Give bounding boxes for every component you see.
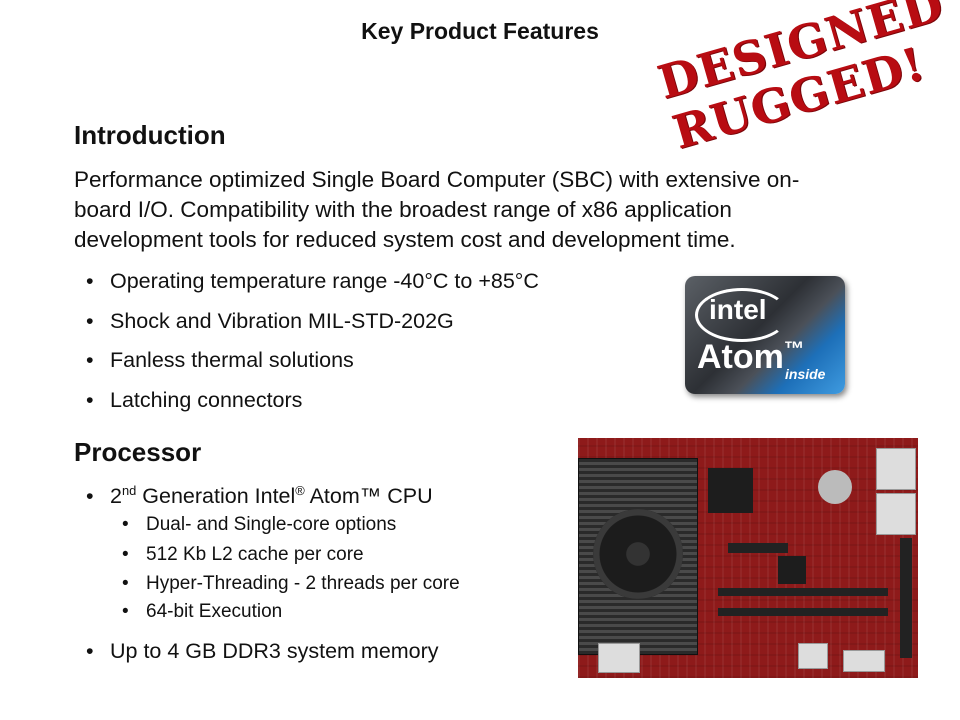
cpu-text: Atom™ CPU — [304, 484, 433, 509]
processor-bullet: • Up to 4 GB DDR3 system memory — [86, 639, 439, 664]
processor-sub-bullet: • 512 Kb L2 cache per core — [122, 544, 364, 566]
sbc-board-photo — [578, 438, 918, 678]
heatsink — [578, 458, 698, 655]
introduction-heading: Introduction — [74, 120, 226, 150]
tm-mark: ™ — [783, 338, 805, 361]
intro-bullet: • Shock and Vibration MIL-STD-202G — [86, 309, 454, 334]
processor-sub-bullet: • 64-bit Execution — [122, 601, 282, 623]
battery — [818, 470, 852, 504]
fan-icon — [593, 509, 683, 599]
chip — [708, 468, 753, 513]
bullet-text: Latching connectors — [110, 388, 303, 412]
intel-wordmark: intel — [709, 294, 767, 325]
bullet-icon: • — [86, 269, 94, 293]
atom-wordmark: Atom™ — [697, 338, 804, 377]
connector-slot — [718, 588, 888, 596]
processor-sub-bullet: • Hyper-Threading - 2 threads per core — [122, 573, 460, 595]
connector-slot — [718, 608, 888, 616]
power-connector — [598, 643, 640, 673]
ethernet-port — [876, 448, 916, 490]
bullet-icon: • — [86, 388, 94, 412]
bullet-icon: • — [86, 484, 94, 509]
pin-header — [900, 538, 912, 658]
chip — [778, 556, 806, 584]
intro-bullet: • Latching connectors — [86, 388, 302, 413]
cpu-sup: nd — [121, 483, 137, 498]
atom-text: Atom — [697, 338, 784, 376]
bullet-text: Hyper-Threading - 2 threads per core — [146, 573, 460, 594]
slide-title: Key Product Features — [361, 18, 599, 44]
bullet-text: Up to 4 GB DDR3 system memory — [110, 639, 439, 663]
bullet-icon: • — [122, 544, 129, 565]
bullet-icon: • — [86, 639, 94, 663]
bullet-icon: • — [122, 514, 129, 535]
ethernet-port — [876, 493, 916, 535]
cpu-text: 2 — [110, 484, 122, 509]
processor-heading: Processor — [74, 437, 202, 467]
intro-paragraph-line: board I/O. Compatibility with the broade… — [74, 197, 732, 222]
bullet-text: 512 Kb L2 cache per core — [146, 544, 364, 565]
intel-atom-inside-logo: intel Atom™ inside — [685, 276, 845, 394]
intro-paragraph-line: Performance optimized Single Board Compu… — [74, 167, 800, 192]
sata-connector — [798, 643, 828, 669]
registered-mark: ® — [295, 483, 305, 498]
bullet-text: Dual- and Single-core options — [146, 514, 397, 535]
bullet-text: Operating temperature range -40°C to +85… — [110, 269, 539, 293]
bullet-text: Shock and Vibration MIL-STD-202G — [110, 309, 454, 333]
processor-sub-bullet: • Dual- and Single-core options — [122, 514, 396, 536]
cpu-text: Generation Intel — [136, 484, 296, 509]
bullet-text: Fanless thermal solutions — [110, 348, 354, 372]
bullet-text: 64-bit Execution — [146, 601, 283, 622]
intro-bullet: • Operating temperature range -40°C to +8… — [86, 269, 539, 294]
bullet-icon: • — [86, 348, 94, 372]
usb-connector — [843, 650, 885, 672]
bullet-icon: • — [86, 309, 94, 333]
intro-bullet: • Fanless thermal solutions — [86, 348, 354, 373]
processor-bullet: • 2nd Generation Intel® Atom™ CPU — [86, 483, 433, 509]
connector-slot — [728, 543, 788, 553]
bullet-icon: • — [122, 573, 129, 594]
bullet-icon: • — [122, 601, 129, 622]
intel-swirl-icon — [695, 288, 789, 342]
inside-text: inside — [785, 366, 826, 382]
intro-paragraph-line: development tools for reduced system cos… — [74, 227, 736, 252]
